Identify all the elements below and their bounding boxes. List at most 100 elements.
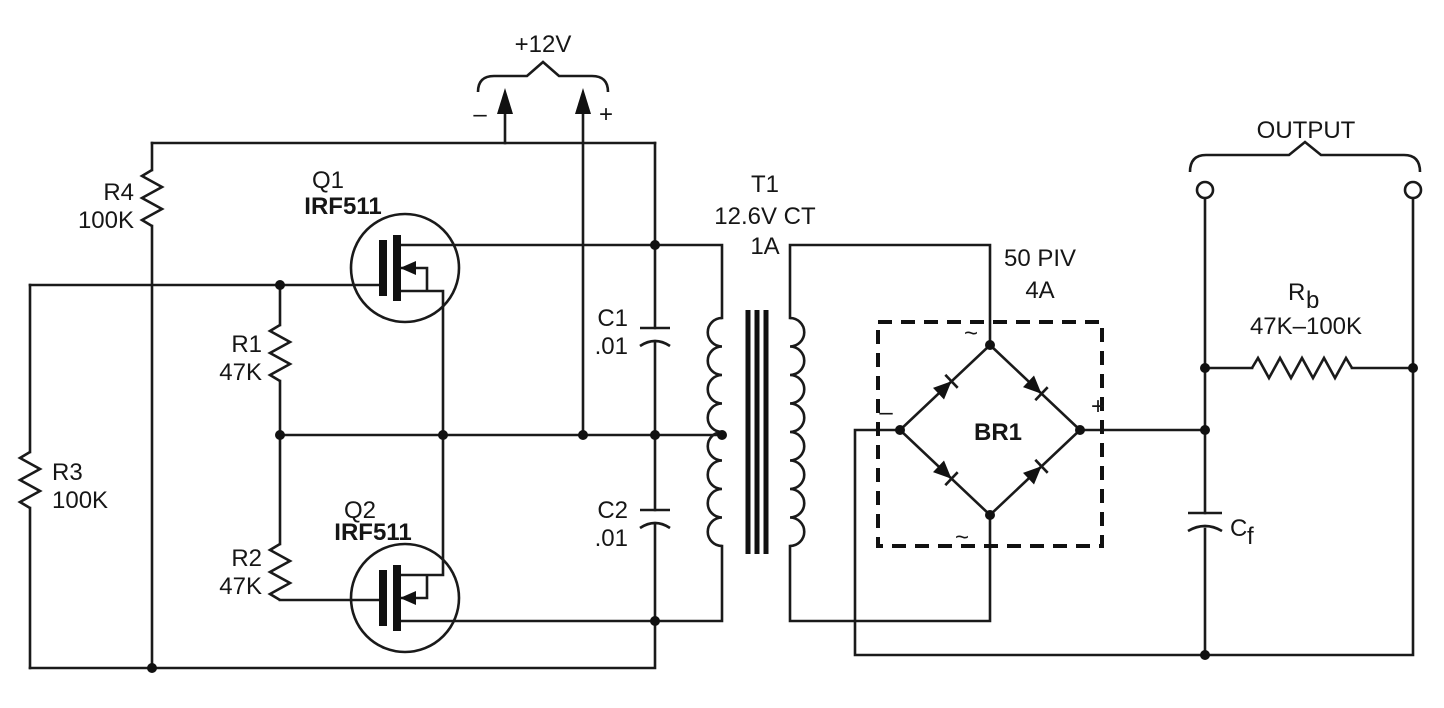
junction-dot	[1408, 363, 1418, 373]
rb-ref-label: R	[1288, 279, 1305, 306]
t1-ref-label: T1	[751, 171, 779, 198]
cap-plate-curved	[1187, 524, 1223, 533]
bridge-ac-bottom-label: ~	[955, 524, 969, 551]
diode-icon	[933, 460, 952, 479]
cap-plate-curved	[639, 521, 671, 530]
junction-dots	[147, 240, 1418, 673]
wire-bottom-rail	[28, 619, 657, 670]
rb-sub-label: b	[1306, 287, 1319, 314]
junction-dot	[985, 510, 995, 520]
mosfet-q2: Q2 IRF511	[334, 497, 461, 654]
c1-value-label: .01	[595, 333, 628, 360]
bridge-current-label: 4A	[1025, 277, 1054, 304]
wire-q1-drain	[395, 243, 724, 320]
bridge-outline	[876, 320, 1104, 548]
junction-dot	[717, 430, 727, 440]
supply-plus-label: +	[599, 101, 613, 128]
r4-ref-label: R4	[103, 179, 134, 206]
q1-part-label: IRF511	[304, 193, 381, 220]
junction-dot	[147, 663, 157, 673]
c2-ref-label: C2	[597, 497, 628, 524]
t1-current-label: 1A	[750, 233, 779, 260]
junction-dot	[1200, 363, 1210, 373]
junction-dot	[578, 430, 588, 440]
q2-ref-label: Q2	[344, 497, 376, 524]
resistor-r2: R2 47K	[219, 542, 293, 602]
mosfet-q1: Q1 IRF511	[304, 167, 461, 324]
resistor-zigzag	[139, 168, 165, 228]
bridge-rectifier-br1: ~ ~ – + BR1 50 PIV 4A	[876, 245, 1105, 551]
wire-q1-source	[395, 266, 445, 437]
rb-value-label: 47K–100K	[1250, 313, 1362, 340]
junction-dot	[1200, 425, 1210, 435]
cf-sub-label: f	[1247, 523, 1254, 550]
resistor-rb: R b 47K–100K	[1250, 279, 1362, 381]
resistor-zigzag	[1250, 355, 1354, 381]
r3-value-label: 100K	[52, 487, 108, 514]
resistor-r3: R3 100K	[17, 450, 108, 514]
output-terminal-right	[1403, 180, 1423, 200]
junction-dot	[895, 425, 905, 435]
wire-secondary-top	[788, 243, 992, 347]
junction-dot	[438, 430, 448, 440]
r2-value-label: 47K	[219, 573, 262, 600]
wiring	[28, 141, 1415, 670]
r1-ref-label: R1	[231, 331, 262, 358]
diode-bar	[1034, 386, 1049, 402]
junction-dot	[650, 240, 660, 250]
arrow-up-icon	[575, 88, 591, 114]
capacitor-c1: C1 .01	[595, 305, 671, 360]
output-section: OUTPUT	[1188, 117, 1423, 200]
supply-voltage-label: +12V	[515, 31, 572, 58]
power-input: +12V – +	[473, 31, 613, 437]
resistor-zigzag	[17, 450, 43, 510]
bridge-minus-label: –	[879, 399, 893, 426]
c1-ref-label: C1	[597, 305, 628, 332]
r4-value-label: 100K	[78, 207, 134, 234]
output-brace	[1188, 140, 1422, 173]
r1-value-label: 47K	[219, 359, 262, 386]
mosfet-arrow-icon	[400, 261, 416, 275]
bridge-rating-label: 50 PIV	[1004, 245, 1076, 272]
diode-icon	[933, 381, 952, 400]
transistor-body	[349, 212, 461, 324]
wire-q2-source	[395, 433, 445, 600]
junction-dot	[1200, 650, 1210, 660]
q1-ref-label: Q1	[312, 167, 344, 194]
transformer-t1: T1 12.6V CT 1A	[706, 171, 816, 554]
capacitor-c2: C2 .01	[595, 497, 671, 552]
t1-voltage-label: 12.6V CT	[714, 203, 816, 230]
transistor-body	[349, 542, 461, 654]
q2-part-label: IRF511	[334, 519, 411, 546]
cf-ref-label: C	[1230, 515, 1247, 542]
mosfet-arrow-icon	[400, 591, 416, 605]
junction-dot	[650, 430, 660, 440]
diode-bar	[1034, 458, 1049, 474]
r2-ref-label: R2	[231, 545, 262, 572]
bridge-plus-label: +	[1091, 393, 1105, 420]
resistor-zigzag	[267, 542, 293, 602]
resistor-zigzag	[267, 323, 293, 383]
diode-icon	[1023, 466, 1042, 485]
cap-plate-curved	[639, 339, 671, 348]
wire-q2-drain	[395, 544, 724, 623]
diode-bar	[944, 471, 959, 487]
resistor-r1: R1 47K	[219, 323, 293, 386]
junction-dot	[985, 340, 995, 350]
capacitor-cf: C f	[1187, 511, 1254, 550]
diode-bar	[944, 373, 959, 389]
wire-secondary-bottom	[788, 513, 992, 623]
resistor-r4: R4 100K	[78, 168, 165, 234]
arrow-up-icon	[497, 88, 513, 114]
output-terminal-left	[1195, 180, 1215, 200]
junction-dot	[650, 616, 660, 626]
bridge-ac-top-label: ~	[964, 320, 978, 347]
supply-minus-label: –	[473, 101, 487, 128]
bridge-ref-label: BR1	[974, 419, 1022, 446]
supply-brace	[476, 60, 610, 93]
junction-dot	[275, 430, 285, 440]
c2-value-label: .01	[595, 525, 628, 552]
wire-bridge-minus	[853, 196, 1415, 657]
r3-ref-label: R3	[52, 459, 83, 486]
